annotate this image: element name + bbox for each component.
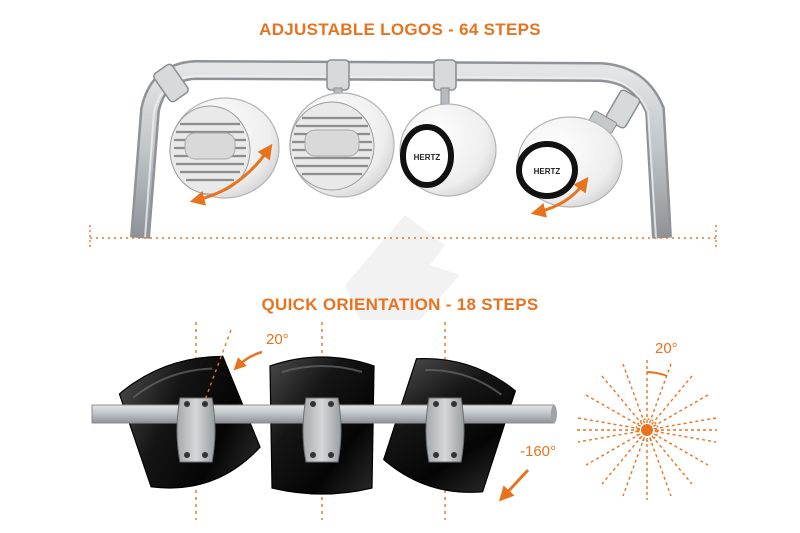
tilt-arrow-right (530, 176, 589, 218)
clamp-1 (153, 63, 189, 103)
dial-angle-label: 20° (655, 340, 678, 357)
mount-plate-2 (302, 397, 342, 463)
orientation-dial (577, 360, 717, 500)
white-speaker-grille-1 (169, 97, 280, 199)
quick-orientation-title: QUICK ORIENTATION - 18 STEPS (261, 295, 539, 314)
clamp-4 (588, 89, 641, 134)
white-speaker-pod-3: HERTZ (399, 103, 497, 197)
tilt-angle-label: 20° (266, 331, 289, 348)
ground-reference-line (89, 225, 717, 250)
white-speaker-pod-4: HERTZ (516, 116, 623, 208)
speaker-logo-text-1: HERTZ (414, 153, 441, 162)
clamp-3 (433, 59, 457, 107)
adjustable-logos-title: ADJUSTABLE LOGOS - 64 STEPS (259, 20, 541, 39)
mount-plate-1 (176, 397, 216, 463)
tower-frame (130, 59, 672, 239)
mount-plate-3 (425, 397, 465, 463)
rotate-arrow (498, 468, 530, 502)
white-speaker-grille-2 (289, 92, 395, 198)
tilt-angle-arrow (233, 350, 263, 371)
tilt-arrow-left (189, 143, 273, 206)
tilt-guide-line (204, 329, 232, 401)
logo-watermark (345, 215, 460, 320)
rotation-angle-label: -160° (520, 443, 557, 460)
speaker-logo-text-2: HERTZ (534, 167, 561, 176)
